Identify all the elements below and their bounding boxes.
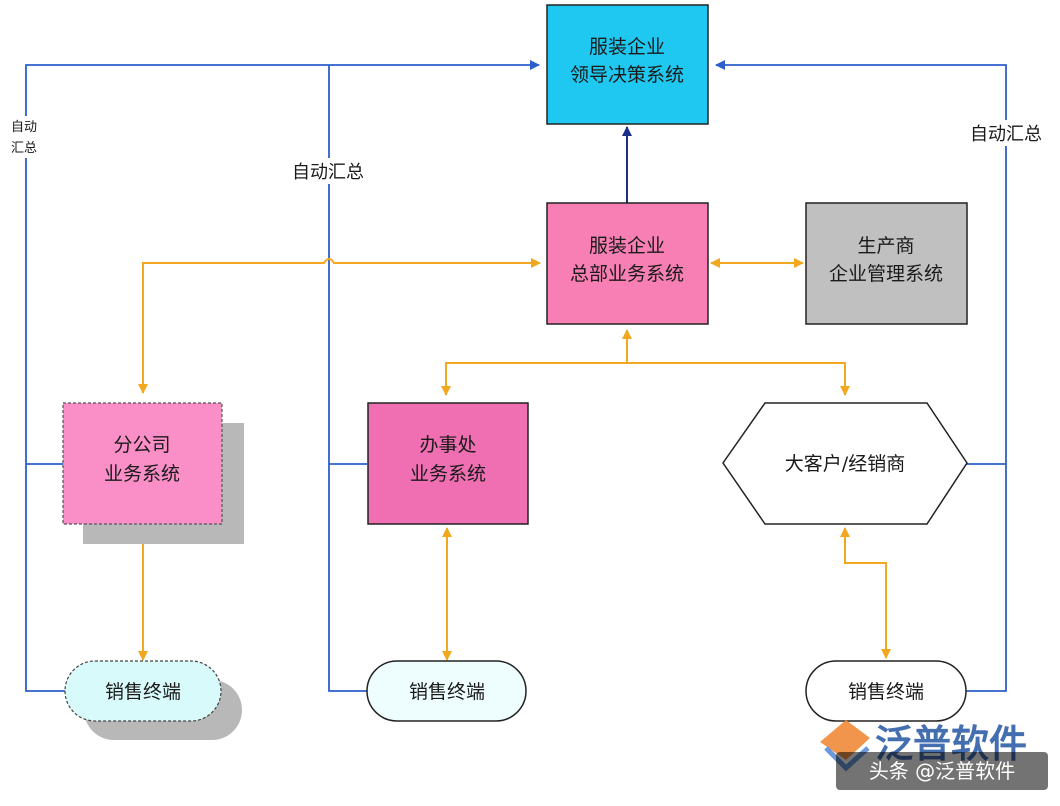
auto-sum-left-line2: 汇总 bbox=[11, 141, 37, 156]
branch-business-system: 分公司 业务系统 bbox=[62, 402, 244, 544]
split-to-customer bbox=[627, 362, 850, 396]
office-business-system: 办事处 业务系统 bbox=[367, 402, 529, 525]
hq-business-system: 服装企业 总部业务系统 bbox=[546, 202, 709, 325]
leader-line2: 领导决策系统 bbox=[570, 64, 684, 86]
auto-sum-left-line1: 自动 bbox=[11, 120, 37, 135]
branch-line2: 业务系统 bbox=[104, 463, 180, 485]
split-to-office bbox=[441, 362, 627, 396]
pos-terminal-office: 销售终端 bbox=[366, 660, 527, 722]
leader-line1: 服装企业 bbox=[589, 36, 665, 58]
producer-line2: 企业管理系统 bbox=[829, 263, 943, 285]
auto-summary-lines bbox=[25, 60, 1007, 692]
hq-line2: 总部业务系统 bbox=[570, 263, 684, 285]
business-flow-lines bbox=[138, 258, 891, 661]
pos-customer-label: 销售终端 bbox=[848, 681, 924, 703]
branch-line1: 分公司 bbox=[113, 434, 170, 456]
producer-line1: 生产商 bbox=[857, 235, 914, 257]
pos-terminal-branch: 销售终端 bbox=[64, 660, 242, 740]
producer-management-system: 生产商 企业管理系统 bbox=[805, 202, 968, 325]
customer-pos-line bbox=[840, 527, 891, 659]
leader-decision-system: 服装企业 领导决策系统 bbox=[546, 4, 709, 125]
hq-branch-line bbox=[138, 258, 541, 394]
office-line1: 办事处 bbox=[419, 434, 476, 456]
right-summary-line bbox=[715, 60, 1007, 692]
pos-branch-label: 销售终端 bbox=[105, 681, 181, 703]
source-footer-text: 头条 @泛普软件 bbox=[869, 759, 1015, 783]
office-line2: 业务系统 bbox=[410, 463, 486, 485]
pos-terminal-customer: 销售终端 bbox=[805, 660, 967, 722]
customer-label: 大客户/经销商 bbox=[785, 453, 905, 475]
source-footer: 头条 @泛普软件 bbox=[836, 752, 1048, 790]
auto-summary-labels: 自动 汇总 自动汇总 自动汇总 bbox=[6, 116, 1050, 184]
key-customer-distributor: 大客户/经销商 bbox=[722, 402, 968, 525]
auto-sum-right-label: 自动汇总 bbox=[970, 124, 1042, 145]
hq-line1: 服装企业 bbox=[589, 235, 665, 257]
auto-sum-mid-label: 自动汇总 bbox=[292, 162, 364, 183]
pos-office-label: 销售终端 bbox=[409, 681, 485, 703]
left-summary-line bbox=[25, 60, 540, 692]
